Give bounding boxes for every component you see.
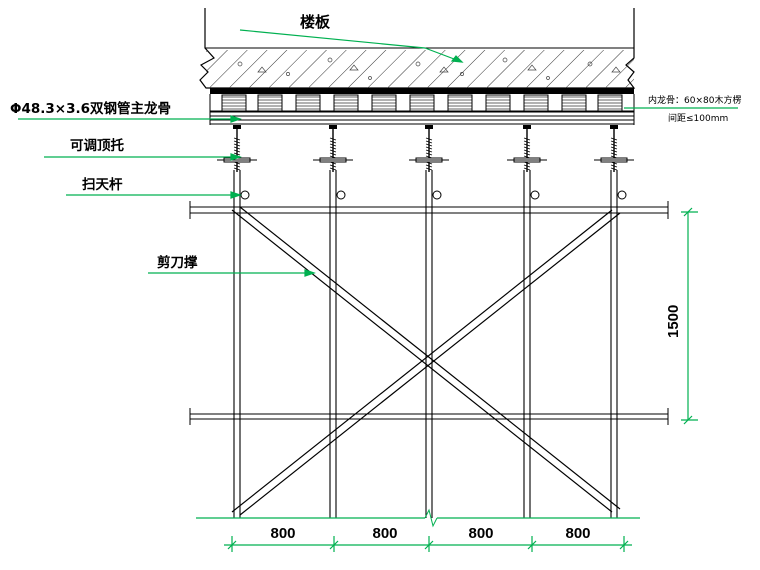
screw-thread	[610, 137, 618, 141]
screw-thread	[425, 164, 433, 168]
formwork-board	[210, 88, 634, 94]
screw-thread	[610, 164, 618, 168]
screw-thread	[233, 167, 241, 171]
vertical-posts	[217, 125, 634, 518]
sweep-bar-section	[530, 190, 540, 200]
label-adjustable-top: 可调顶托	[70, 137, 124, 154]
dimension-slash	[227, 540, 237, 550]
sweep-bar-section	[240, 190, 250, 200]
screw-thread	[425, 143, 433, 147]
inner-keel-timber	[597, 94, 623, 112]
label-floor-slab: 楼板	[300, 13, 331, 31]
dimension-bay-spacing: 800	[468, 525, 493, 542]
inner-keel-timber	[523, 94, 549, 112]
screw-thread	[233, 146, 241, 150]
inner-keel-timber	[371, 94, 397, 112]
bay-dimension	[224, 536, 632, 552]
sweep-bar-section	[432, 190, 442, 200]
label-inner-keel-spec: 内龙骨：60×80木方楞	[648, 94, 741, 106]
dimension-bay-spacing: 800	[372, 525, 397, 542]
screw-thread	[523, 140, 531, 144]
label-main-keel: Φ48.3×3.6双钢管主龙骨	[10, 100, 171, 117]
screw-thread	[329, 137, 337, 141]
sweep-bar-section	[336, 190, 346, 200]
screw-thread	[610, 167, 618, 171]
jack-head	[233, 125, 241, 129]
inner-keel-timber	[447, 94, 473, 112]
ground-line	[196, 508, 640, 528]
inner-keel-timber	[257, 94, 283, 112]
bay-dimension-labels: 800 800 800 800	[270, 525, 590, 542]
screw-thread	[329, 152, 337, 156]
inner-keel-timber	[221, 94, 247, 112]
screw-thread	[425, 149, 433, 153]
sweep-bar-section	[617, 190, 627, 200]
screw-thread	[610, 143, 618, 147]
inner-keel-timber	[333, 94, 359, 112]
horizontal-ties	[189, 201, 669, 425]
dimension-vertical-step: 1500	[665, 305, 682, 338]
main-keel-double-pipe	[210, 111, 634, 125]
screw-thread	[610, 149, 618, 153]
inner-keel-timber	[409, 94, 435, 112]
label-inner-keel-spacing: 间距≤100mm	[668, 112, 728, 124]
inner-keel-timber	[561, 94, 587, 112]
leader-lines	[18, 29, 738, 277]
label-scissor-brace: 剪刀撑	[157, 254, 198, 271]
floor-slab	[199, 8, 636, 89]
inner-keel-timber	[485, 94, 511, 112]
dimension-bay-spacing: 800	[565, 525, 590, 542]
screw-thread	[233, 137, 241, 141]
jack-head	[610, 125, 618, 129]
screw-thread	[329, 164, 337, 168]
dimension-slash	[424, 540, 434, 550]
screw-thread	[425, 167, 433, 171]
screw-thread	[610, 146, 618, 150]
inner-keel-timber	[295, 94, 321, 112]
scissor-braces	[231, 206, 621, 516]
screw-thread	[425, 140, 433, 144]
screw-thread	[523, 146, 531, 150]
vertical-dimension	[681, 207, 698, 425]
screw-thread	[233, 143, 241, 147]
screw-thread	[233, 164, 241, 168]
screw-thread	[233, 149, 241, 153]
screw-thread	[233, 140, 241, 144]
screw-thread	[523, 152, 531, 156]
jack-head	[329, 125, 337, 129]
screw-thread	[523, 143, 531, 147]
screw-thread	[425, 152, 433, 156]
inner-keels	[209, 94, 635, 125]
concrete-aggregate	[237, 57, 621, 80]
dimension-slash	[527, 540, 537, 550]
screw-thread	[425, 146, 433, 150]
screw-thread	[329, 146, 337, 150]
screw-thread	[610, 140, 618, 144]
label-top-sweep-bar: 扫天杆	[82, 176, 123, 193]
screw-thread	[610, 152, 618, 156]
screw-thread	[523, 167, 531, 171]
dimension-slash	[619, 540, 629, 550]
screw-thread	[523, 149, 531, 153]
screw-thread	[233, 152, 241, 156]
screw-thread	[523, 137, 531, 141]
screw-thread	[523, 164, 531, 168]
screw-thread	[329, 143, 337, 147]
dimension-bay-spacing: 800	[270, 525, 295, 542]
screw-thread	[329, 140, 337, 144]
screw-thread	[329, 149, 337, 153]
jack-head	[425, 125, 433, 129]
screw-thread	[329, 167, 337, 171]
dimension-slash	[329, 540, 339, 550]
jack-head	[523, 125, 531, 129]
screw-thread	[425, 137, 433, 141]
